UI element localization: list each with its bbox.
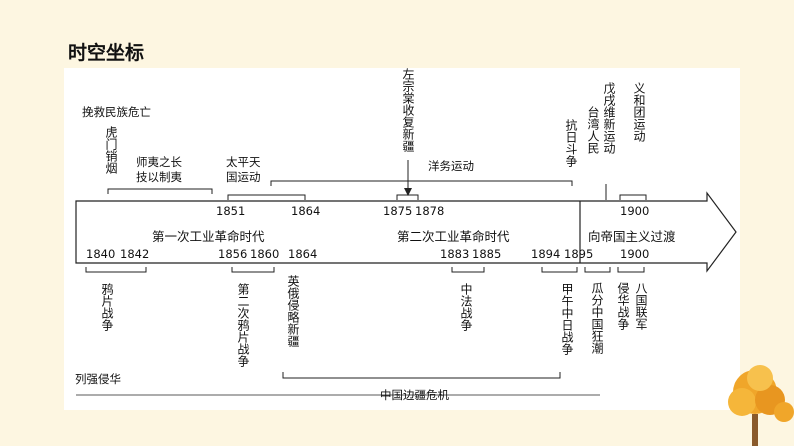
- label-resist-japan: 抗日斗争: [564, 119, 578, 167]
- label-russia-xinjiang: 英俄侵略新疆: [286, 275, 300, 347]
- label-opium-war-2: 第二次鸦片战争: [236, 283, 250, 367]
- year-1856: 1856: [218, 247, 248, 261]
- bracket-bot-1900: [617, 267, 645, 273]
- zuo-arrow-head: [404, 188, 412, 196]
- era-first-industrial: 第一次工业革命时代: [152, 229, 265, 244]
- year-1883: 1883: [440, 247, 470, 261]
- bracket-yangwu: [270, 180, 573, 186]
- label-reform: 戊戌维新运动: [602, 82, 616, 154]
- bracket-bot-1894-1895: [541, 267, 578, 273]
- label-humen: 虎门销烟: [104, 126, 118, 174]
- bracket-bot-1840-1842: [85, 267, 147, 273]
- label-opium-war-1: 鸦片战争: [100, 283, 114, 331]
- label-partition: 瓜分中国狂潮: [590, 282, 604, 354]
- label-taiwan: 台湾人民: [586, 106, 600, 154]
- year-1900-bottom: 1900: [620, 247, 650, 261]
- era-imperialism: 向帝国主义过渡: [588, 229, 676, 244]
- label-invasion: 列强侵华: [75, 372, 121, 386]
- year-1895: 1895: [564, 247, 594, 261]
- year-1864-top: 1864: [291, 204, 321, 218]
- year-1860: 1860: [250, 247, 280, 261]
- tree-decoration: [728, 365, 794, 446]
- label-eight-nation: 八国联军: [634, 282, 648, 330]
- year-1900-top: 1900: [620, 204, 650, 218]
- label-sino-japanese: 甲午中日战争: [560, 283, 574, 355]
- label-boxer: 义和团运动: [632, 82, 646, 142]
- year-1885: 1885: [472, 247, 502, 261]
- label-save-nation: 挽救民族危亡: [82, 105, 151, 119]
- year-1875: 1875: [383, 204, 413, 218]
- bracket-shiyi: [107, 188, 213, 194]
- bracket-bot-partition: [584, 267, 611, 273]
- bracket-top-1851-1864: [227, 194, 306, 200]
- era-second-industrial: 第二次工业革命时代: [397, 229, 510, 244]
- label-taiping-2: 国运动: [226, 170, 261, 184]
- bracket-top-1875-1878: [396, 194, 419, 200]
- label-frontier-crisis: 中国边疆危机: [380, 388, 449, 402]
- year-1894: 1894: [531, 247, 561, 261]
- year-1878: 1878: [415, 204, 445, 218]
- label-aggression-war: 侵华战争: [616, 282, 630, 330]
- label-shiyi-1: 师夷之长: [136, 155, 182, 169]
- label-yangwu: 洋务运动: [428, 159, 474, 173]
- bracket-frontier: [282, 372, 561, 379]
- year-1842: 1842: [120, 247, 150, 261]
- year-1864-bottom: 1864: [288, 247, 318, 261]
- year-1840: 1840: [86, 247, 116, 261]
- page-title: 时空坐标: [68, 42, 145, 64]
- label-shiyi-2: 技以制夷: [136, 170, 182, 184]
- label-sino-french: 中法战争: [459, 283, 473, 331]
- year-1851: 1851: [216, 204, 246, 218]
- label-zuozongtang: 左宗棠收复新疆: [401, 68, 415, 152]
- bracket-top-1900: [619, 194, 647, 200]
- bracket-bot-1883-1885: [451, 267, 485, 273]
- timeline-arrow: [75, 191, 737, 273]
- bracket-bot-1856-1860: [231, 267, 275, 273]
- label-taiping-1: 太平天: [226, 155, 261, 169]
